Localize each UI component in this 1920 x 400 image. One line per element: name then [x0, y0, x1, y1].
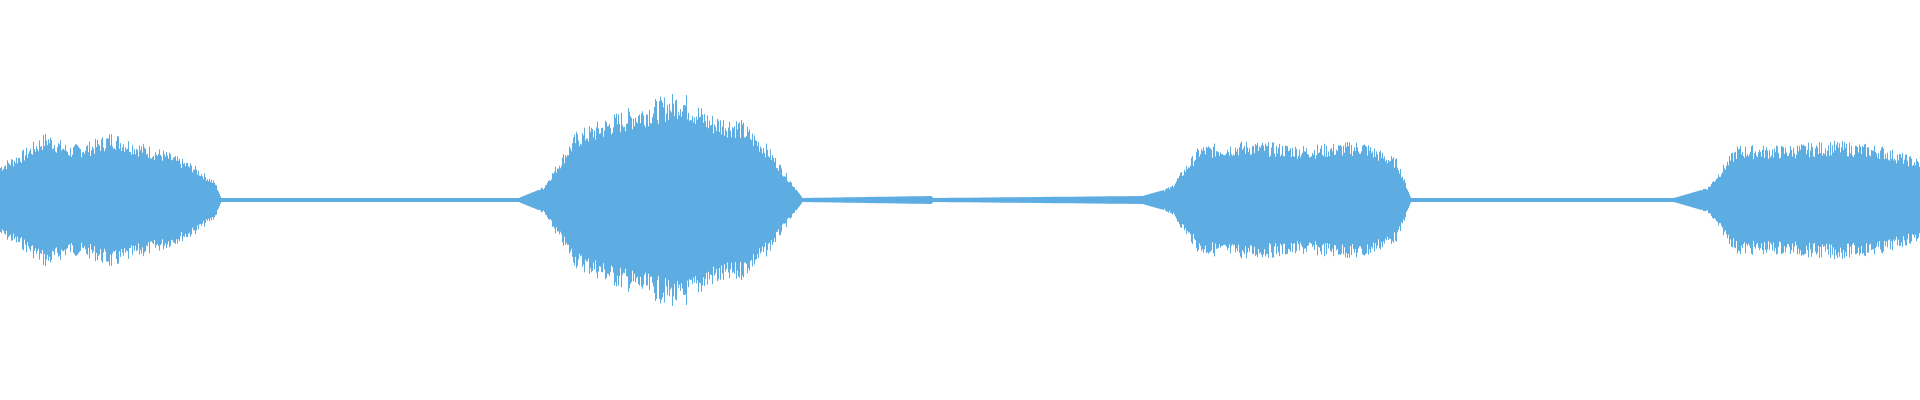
- waveform-view[interactable]: [0, 0, 1920, 400]
- audio-waveform[interactable]: [0, 0, 1920, 400]
